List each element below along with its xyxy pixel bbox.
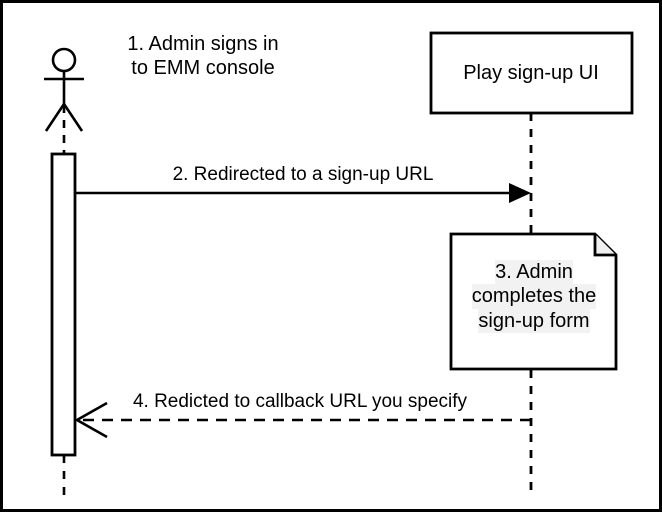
actor-activation-bar bbox=[50, 152, 77, 457]
participant-label: Play sign-up UI bbox=[463, 62, 599, 84]
note-text-line-3: sign-up form bbox=[478, 308, 590, 334]
message-2-arrow bbox=[75, 183, 531, 203]
note-text-line-1: 3. Admin bbox=[495, 260, 573, 285]
actor-caption-line-1: 1. Admin signs in bbox=[127, 33, 279, 55]
stick-figure-actor-icon bbox=[44, 47, 84, 132]
actor-caption-line-2: to EMM console bbox=[131, 57, 275, 80]
message-4-arrow bbox=[74, 401, 531, 439]
message-2-label: 2. Redirected to a sign-up URL bbox=[172, 164, 434, 185]
message-4-label: 4. Redicted to callback URL you specify bbox=[132, 391, 468, 412]
note-text-line-2: completes the bbox=[471, 284, 597, 309]
